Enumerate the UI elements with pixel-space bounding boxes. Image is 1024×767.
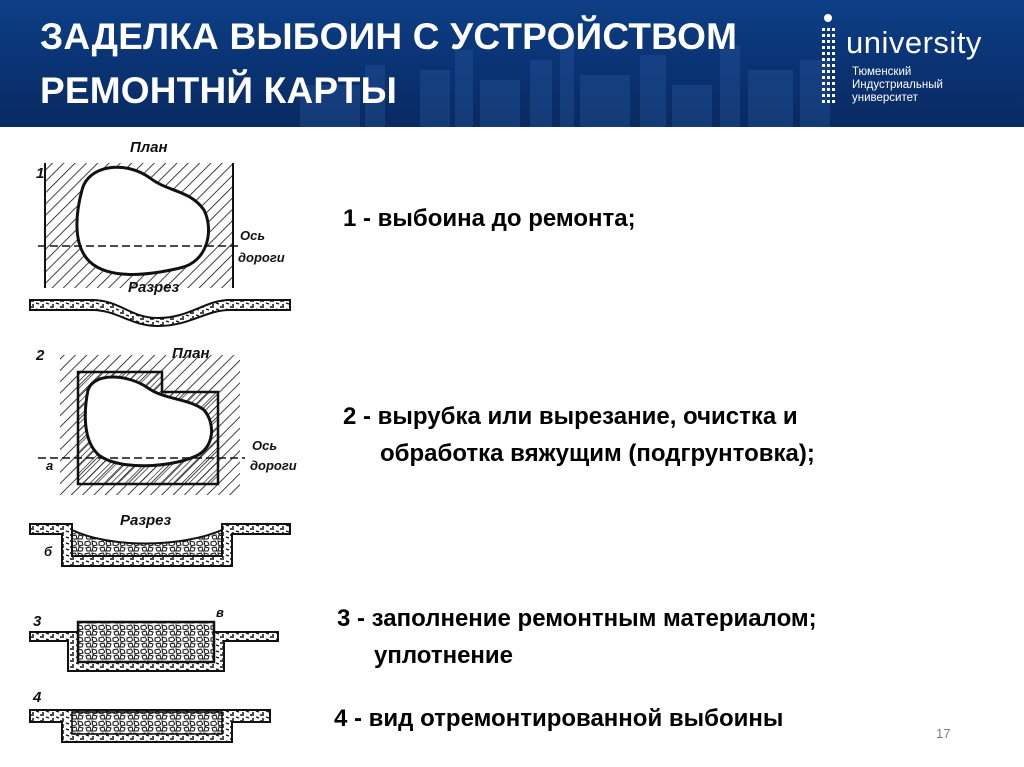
diagram-1-number: 1 (36, 165, 44, 182)
caption-2-line2: обработка вяжущим (подгрунтовка); (343, 435, 815, 472)
diagram-4: 4 (30, 689, 270, 742)
caption-3: 3 - заполнение ремонтным материалом; упл… (337, 600, 817, 674)
diagram-1-section-label: Разрез (128, 279, 180, 296)
logo-wordmark: university (846, 26, 982, 60)
diagram-4-repaired-patch (72, 712, 222, 734)
diagram-2-label-a: а (46, 458, 53, 473)
caption-3-line1: 3 - заполнение ремонтным материалом; (337, 600, 817, 637)
diagram-2-axis-label: Ось (252, 438, 277, 453)
diagram-1-section (30, 300, 290, 326)
caption-2: 2 - вырубка или вырезание, очистка и обр… (343, 398, 815, 472)
caption-3-line2: уплотнение (337, 637, 817, 674)
diagram-1-plan-label: План (130, 139, 168, 156)
logo-subtitle-line1: Тюменский (852, 66, 943, 79)
diagram-2: 2 План Ось дороги а Разрез б (30, 345, 297, 566)
diagram-2-plan-label: План (172, 345, 210, 362)
page-number: 17 (936, 726, 950, 741)
caption-4: 4 - вид отремонтированной выбоины (334, 700, 783, 737)
diagram-2-road-label: дороги (250, 458, 297, 473)
diagram-3: 3 в (30, 605, 278, 671)
diagram-3-label-v: в (216, 605, 224, 620)
logo-subtitle-line2: Индустриальный (852, 79, 943, 92)
pothole-repair-drawing: 1 План Ось дороги Разрез 2 План Ось доро… (0, 0, 320, 767)
diagram-1-axis-label: Ось (240, 228, 265, 243)
diagram-4-number: 4 (32, 689, 42, 706)
caption-2-line1: 2 - вырубка или вырезание, очистка и (343, 398, 815, 435)
diagram-2-number: 2 (35, 347, 45, 364)
caption-1: 1 - выбоина до ремонта; (343, 200, 636, 237)
logo-subtitle-line3: университет (852, 92, 943, 105)
diagram-2-label-b: б (44, 544, 53, 559)
diagram-1: 1 План Ось дороги Разрез (30, 139, 290, 326)
diagram-1-road-label: дороги (238, 250, 285, 265)
diagram-2-cut-fill (72, 530, 222, 556)
diagram-2-section-label: Разрез (120, 512, 172, 529)
diagram-3-repair-material (78, 622, 214, 662)
diagram-3-number: 3 (33, 613, 42, 630)
logo-subtitle: Тюменский Индустриальный университет (852, 66, 943, 105)
